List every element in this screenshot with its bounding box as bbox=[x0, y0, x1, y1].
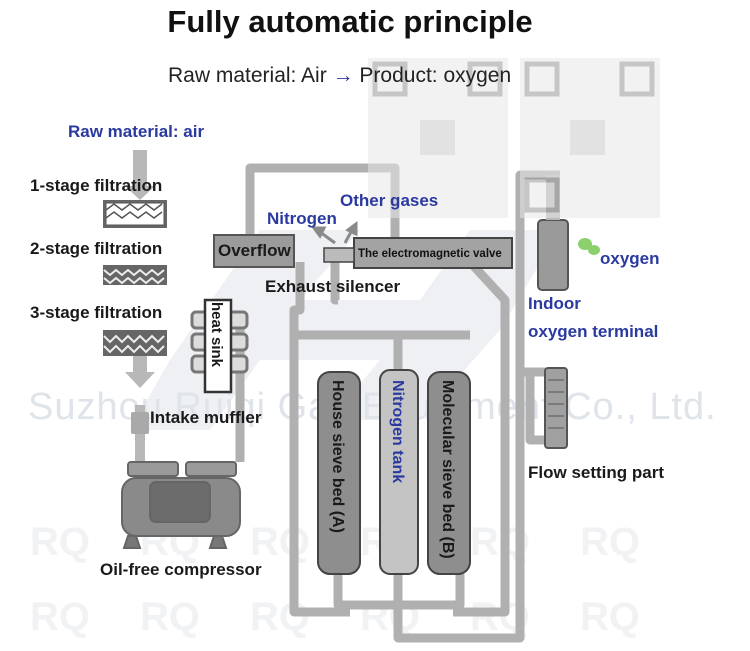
raw-material-label: Raw material: air bbox=[68, 122, 205, 141]
bed-a-shape bbox=[317, 371, 361, 575]
svg-text:RQ: RQ bbox=[140, 595, 200, 639]
overflow-box bbox=[213, 234, 295, 268]
filter-stages bbox=[103, 200, 167, 356]
oxygen-label: oxygen bbox=[600, 249, 660, 268]
bed-a-label: House sieve bed (A) bbox=[329, 380, 346, 533]
oxygen-terminal-shape bbox=[537, 219, 569, 291]
nitrogen-tank-shape bbox=[379, 369, 419, 575]
svg-text:RQ: RQ bbox=[30, 595, 90, 639]
stage3-label: 3-stage filtration bbox=[30, 303, 163, 322]
arrow-icon: → bbox=[332, 64, 354, 87]
flow-setting-shape bbox=[544, 367, 568, 449]
svg-text:RQ: RQ bbox=[580, 520, 640, 564]
svg-text:RQ: RQ bbox=[250, 520, 310, 564]
overflow-label: Overflow bbox=[218, 241, 291, 260]
intake-muffler-label: Intake muffler bbox=[150, 408, 262, 427]
valve-box bbox=[353, 237, 513, 269]
other-gases-label: Other gases bbox=[340, 191, 439, 210]
chat-bubble-icon bbox=[578, 238, 600, 255]
subtitle-product: Product: oxygen bbox=[359, 64, 512, 87]
page-title: Fully automatic principle bbox=[167, 4, 533, 39]
compressor-label: Oil-free compressor bbox=[100, 560, 262, 579]
svg-text:RQ: RQ bbox=[580, 595, 640, 639]
heat-sink-label: heat sink bbox=[208, 302, 225, 368]
subtitle: Raw material: Air → Product: oxygen bbox=[168, 64, 511, 88]
oxygen-terminal-label: oxygen terminal bbox=[528, 322, 659, 341]
qr-codes bbox=[368, 58, 660, 218]
exhaust-silencer-label: Exhaust silencer bbox=[265, 277, 401, 296]
bed-b-shape bbox=[427, 371, 471, 575]
subtitle-raw: Raw material: Air bbox=[168, 64, 327, 87]
flow-setting-label: Flow setting part bbox=[528, 463, 664, 482]
svg-text:RQ: RQ bbox=[250, 595, 310, 639]
valve-label: The electromagnetic valve bbox=[358, 248, 502, 260]
nitrogen-label: Nitrogen bbox=[267, 209, 337, 228]
heat-sink-coils bbox=[190, 298, 249, 394]
indoor-label: Indoor bbox=[528, 294, 581, 313]
svg-text:RQ: RQ bbox=[30, 520, 90, 564]
stage2-label: 2-stage filtration bbox=[30, 239, 163, 258]
compressor-shape bbox=[121, 461, 241, 549]
nitrogen-tank-label: Nitrogen tank bbox=[389, 380, 406, 484]
stage1-label: 1-stage filtration bbox=[30, 176, 163, 195]
bed-b-label: Molecular sieve bed (B) bbox=[439, 380, 456, 559]
